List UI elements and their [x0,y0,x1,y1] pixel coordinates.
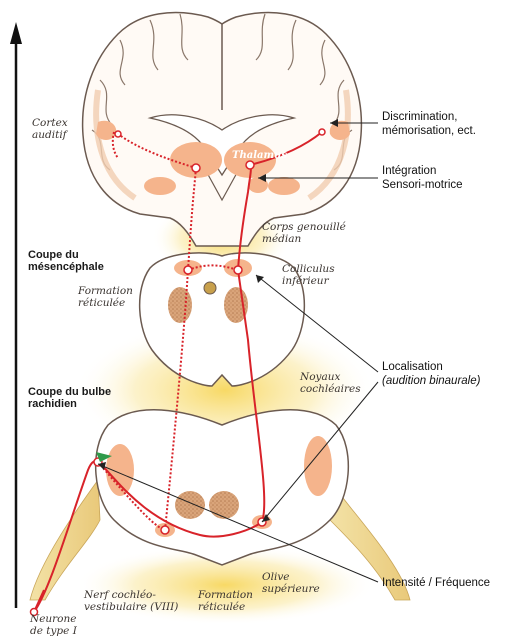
annotation-localisation: Localisation [382,361,443,373]
vertical-axis-arrow [10,22,22,608]
annotation-discrimination: Discrimination,mémorisation, ect. [382,111,476,137]
formation-reticulee-mesencephale-left [168,287,192,323]
label-thalamus: Thalamus [232,150,287,161]
formation-reticulee-bulbe-left [175,491,205,519]
annotation-intensite: Intensité / Fréquence [382,577,490,589]
annotation-localisation-sub: (audition binaurale) [382,375,481,387]
formation-reticulee-bulbe-right [209,491,239,519]
